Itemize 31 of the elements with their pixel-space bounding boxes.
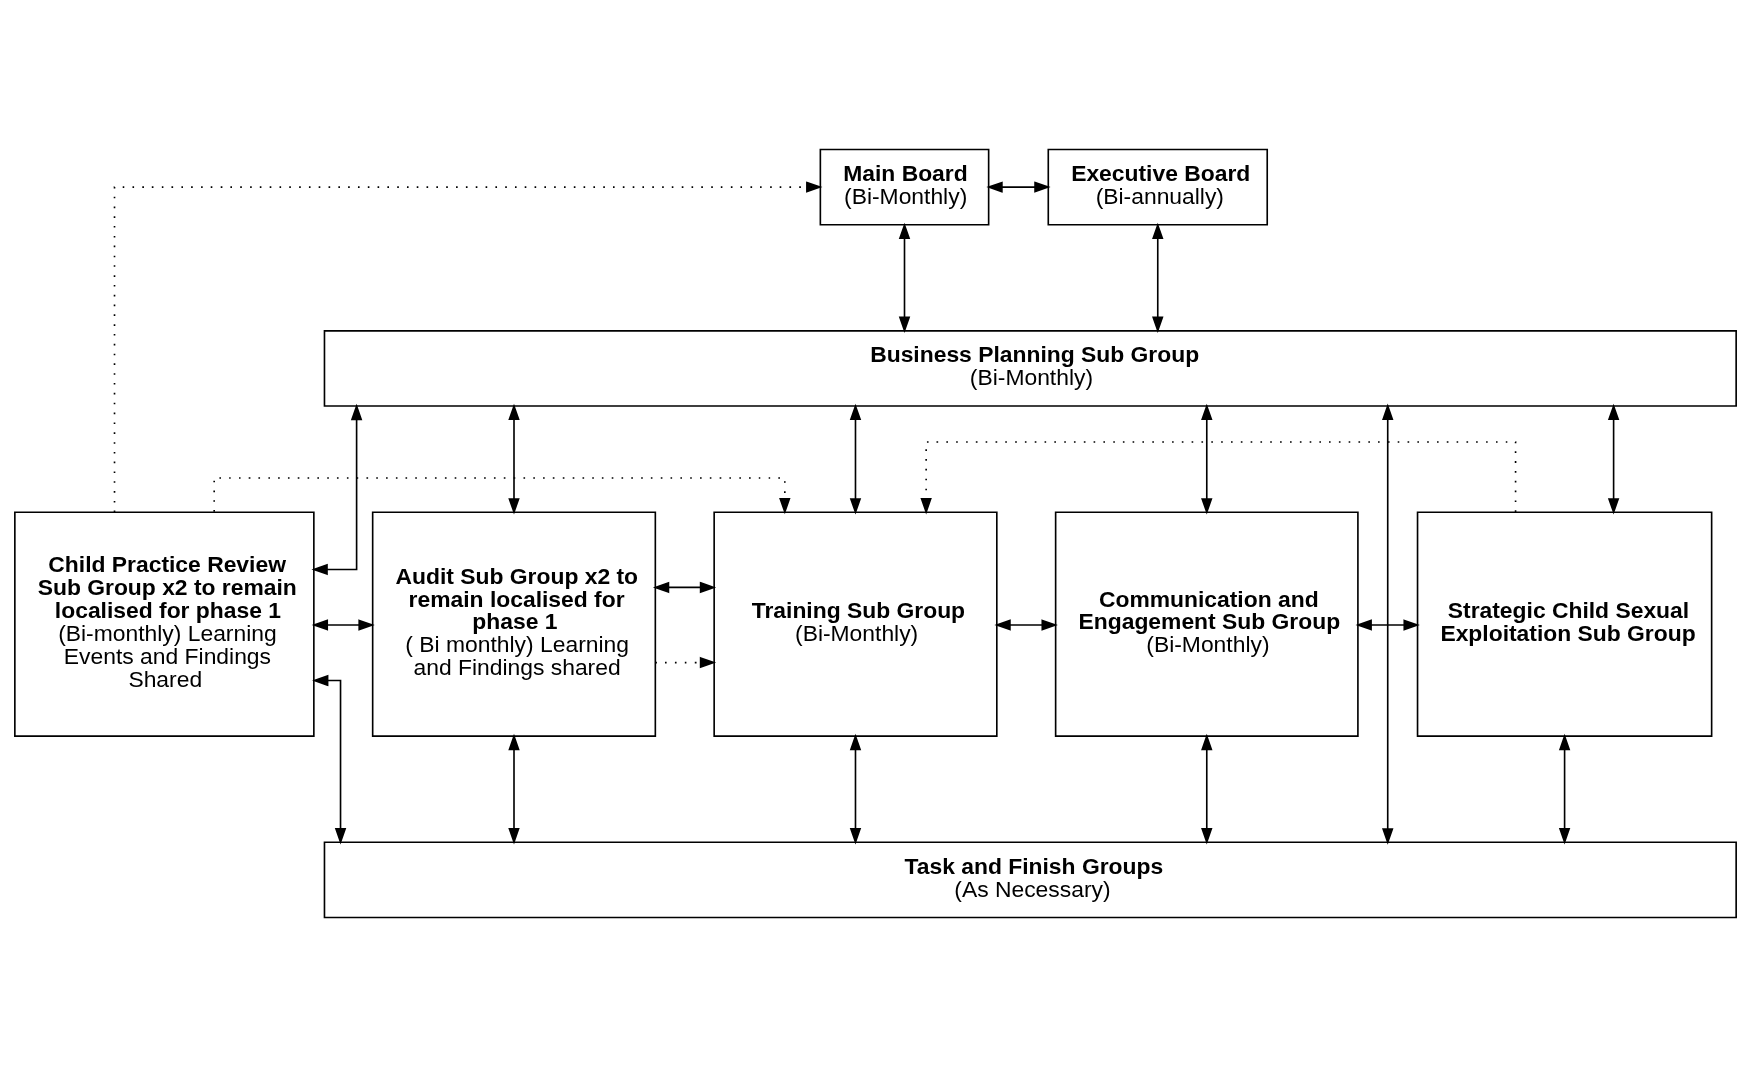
- arrow: [920, 440, 1517, 514]
- arrow: [1152, 222, 1164, 333]
- arrow: [311, 403, 363, 575]
- arrow: [1382, 403, 1394, 845]
- arrow: [849, 733, 862, 844]
- arrow: [994, 618, 1058, 631]
- node-box: Training Sub Group (Bi-Monthly): [713, 510, 998, 737]
- node-box: Strategic Child Sexual Exploitation Sub Group: [1416, 510, 1713, 737]
- node-box: Main Board (Bi-Monthly): [819, 148, 990, 225]
- arrow: [113, 180, 823, 513]
- arrow: [986, 180, 1051, 193]
- arrow: [508, 403, 520, 515]
- arrow: [1558, 733, 1571, 844]
- arrow: [849, 403, 862, 515]
- node-box: Audit Sub Group x2 to remain localised for phase 1 ( Bi monthly) Learning and Findings shared: [371, 510, 657, 737]
- arrow: [898, 222, 911, 333]
- node-box: Business Planning Sub Group (Bi-Monthly): [323, 329, 1737, 407]
- arrow: [654, 656, 717, 668]
- arrow: [213, 476, 791, 514]
- arrow: [1355, 618, 1420, 631]
- node-box: Communication and Engagement Sub Group (Bi-Monthly): [1054, 510, 1359, 737]
- arrow: [1607, 403, 1620, 515]
- node-box: Task and Finish Groups (As Necessary): [323, 841, 1737, 918]
- arrow: [312, 674, 347, 844]
- node-box: Child Practice Review Sub Group x2 to remain localised for phase 1 (Bi-monthly) Learning Events and Findings Shared: [14, 510, 315, 737]
- arrow: [652, 581, 717, 593]
- arrow: [1201, 733, 1213, 844]
- arrow: [508, 733, 520, 844]
- arrow: [311, 618, 375, 631]
- arrow: [1201, 403, 1213, 515]
- node-box: Executive Board (Bi-annually): [1047, 148, 1269, 225]
